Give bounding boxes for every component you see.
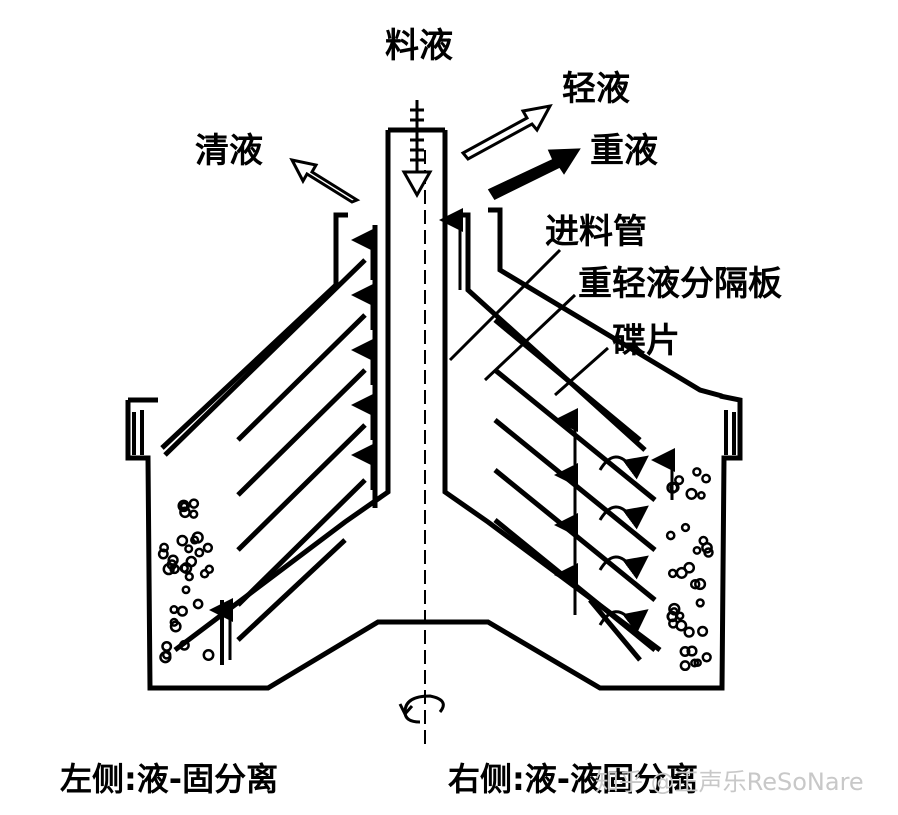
- solid-particle: [697, 491, 706, 500]
- solid-particle: [692, 545, 702, 555]
- right-curved-arrows: [598, 455, 649, 634]
- solid-particle: [194, 547, 205, 558]
- right-flow-arrows: [439, 208, 675, 615]
- solid-particle: [667, 568, 678, 579]
- feed-pipe: [401, 100, 433, 199]
- label-feed-liquid: 料液: [385, 26, 453, 66]
- label-discs: 碟片: [612, 321, 680, 361]
- solid-particle: [680, 522, 691, 533]
- leader-lines: [448, 248, 609, 397]
- solid-particle: [192, 598, 204, 610]
- solid-particle: [666, 481, 679, 494]
- solid-particle: [693, 658, 702, 668]
- label-light-liquid: 轻液: [562, 69, 630, 109]
- solid-particle: [697, 625, 709, 637]
- solid-particle: [675, 566, 688, 579]
- solids-right: [665, 467, 714, 672]
- solid-particle: [701, 652, 712, 663]
- solid-particle: [161, 640, 173, 652]
- solid-particle: [169, 620, 182, 633]
- solid-particle: [176, 605, 188, 617]
- solid-particle: [665, 530, 676, 541]
- solid-particle: [176, 534, 189, 547]
- left-discs: [163, 258, 367, 642]
- solid-particle: [701, 473, 712, 484]
- solid-particle: [202, 649, 215, 661]
- solid-particle: [189, 509, 199, 519]
- label-separator-plate: 重轻液分隔板: [578, 264, 782, 304]
- solid-particle: [161, 650, 172, 660]
- solid-particle: [178, 639, 190, 651]
- solid-particle: [683, 561, 696, 574]
- solid-particle: [679, 646, 691, 657]
- clear-liquid-arrow: [289, 157, 361, 204]
- solid-particle: [184, 572, 194, 582]
- solid-particle: [686, 645, 698, 657]
- solid-particle: [202, 542, 214, 553]
- label-clear-liquid: 清液: [195, 131, 263, 171]
- solid-particle: [177, 499, 190, 513]
- solid-particle: [692, 467, 702, 477]
- solid-particle: [674, 475, 685, 486]
- solid-particle: [188, 498, 200, 509]
- label-heavy-liquid: 重液: [590, 131, 658, 171]
- caption-right: 右侧:液-液固分离: [448, 760, 698, 798]
- solid-particle: [179, 501, 189, 511]
- solid-particle: [169, 605, 179, 615]
- solid-particle: [181, 585, 191, 595]
- solid-particle: [179, 563, 189, 573]
- solids-left: [157, 498, 215, 664]
- solid-particle: [669, 607, 679, 616]
- solid-particle: [190, 535, 200, 545]
- central-column: [173, 127, 662, 653]
- solid-particle: [167, 554, 179, 566]
- left-flow-arrows: [209, 228, 375, 660]
- label-feed-pipe: 进料管: [545, 212, 647, 252]
- solid-particle: [703, 547, 714, 558]
- bowl-outline: [125, 393, 743, 691]
- solid-particle: [179, 506, 191, 519]
- solid-particle: [199, 569, 210, 579]
- solid-particle: [679, 660, 691, 672]
- solid-particle: [159, 542, 170, 553]
- solid-particle: [191, 531, 204, 544]
- solid-particle: [675, 611, 685, 621]
- left-housing: [160, 212, 378, 508]
- solid-particle: [668, 618, 679, 629]
- light-liquid-arrow: [460, 103, 553, 161]
- caption-left: 左侧:液-固分离: [60, 760, 278, 798]
- bowl-rim-hatch: [132, 410, 736, 455]
- heavy-liquid-arrow: [487, 148, 581, 200]
- solid-particle: [683, 626, 695, 638]
- solid-particle: [184, 544, 194, 554]
- solid-particle: [690, 658, 700, 668]
- rotation-icon: [398, 694, 445, 724]
- solid-particle: [689, 578, 701, 590]
- solid-particle: [157, 548, 169, 560]
- watermark: 知乎 @正声乐ReSoNare: [595, 768, 864, 796]
- solid-particle: [694, 578, 707, 591]
- solid-particle: [685, 487, 698, 500]
- solid-particle: [698, 535, 709, 546]
- solid-particle: [695, 598, 705, 608]
